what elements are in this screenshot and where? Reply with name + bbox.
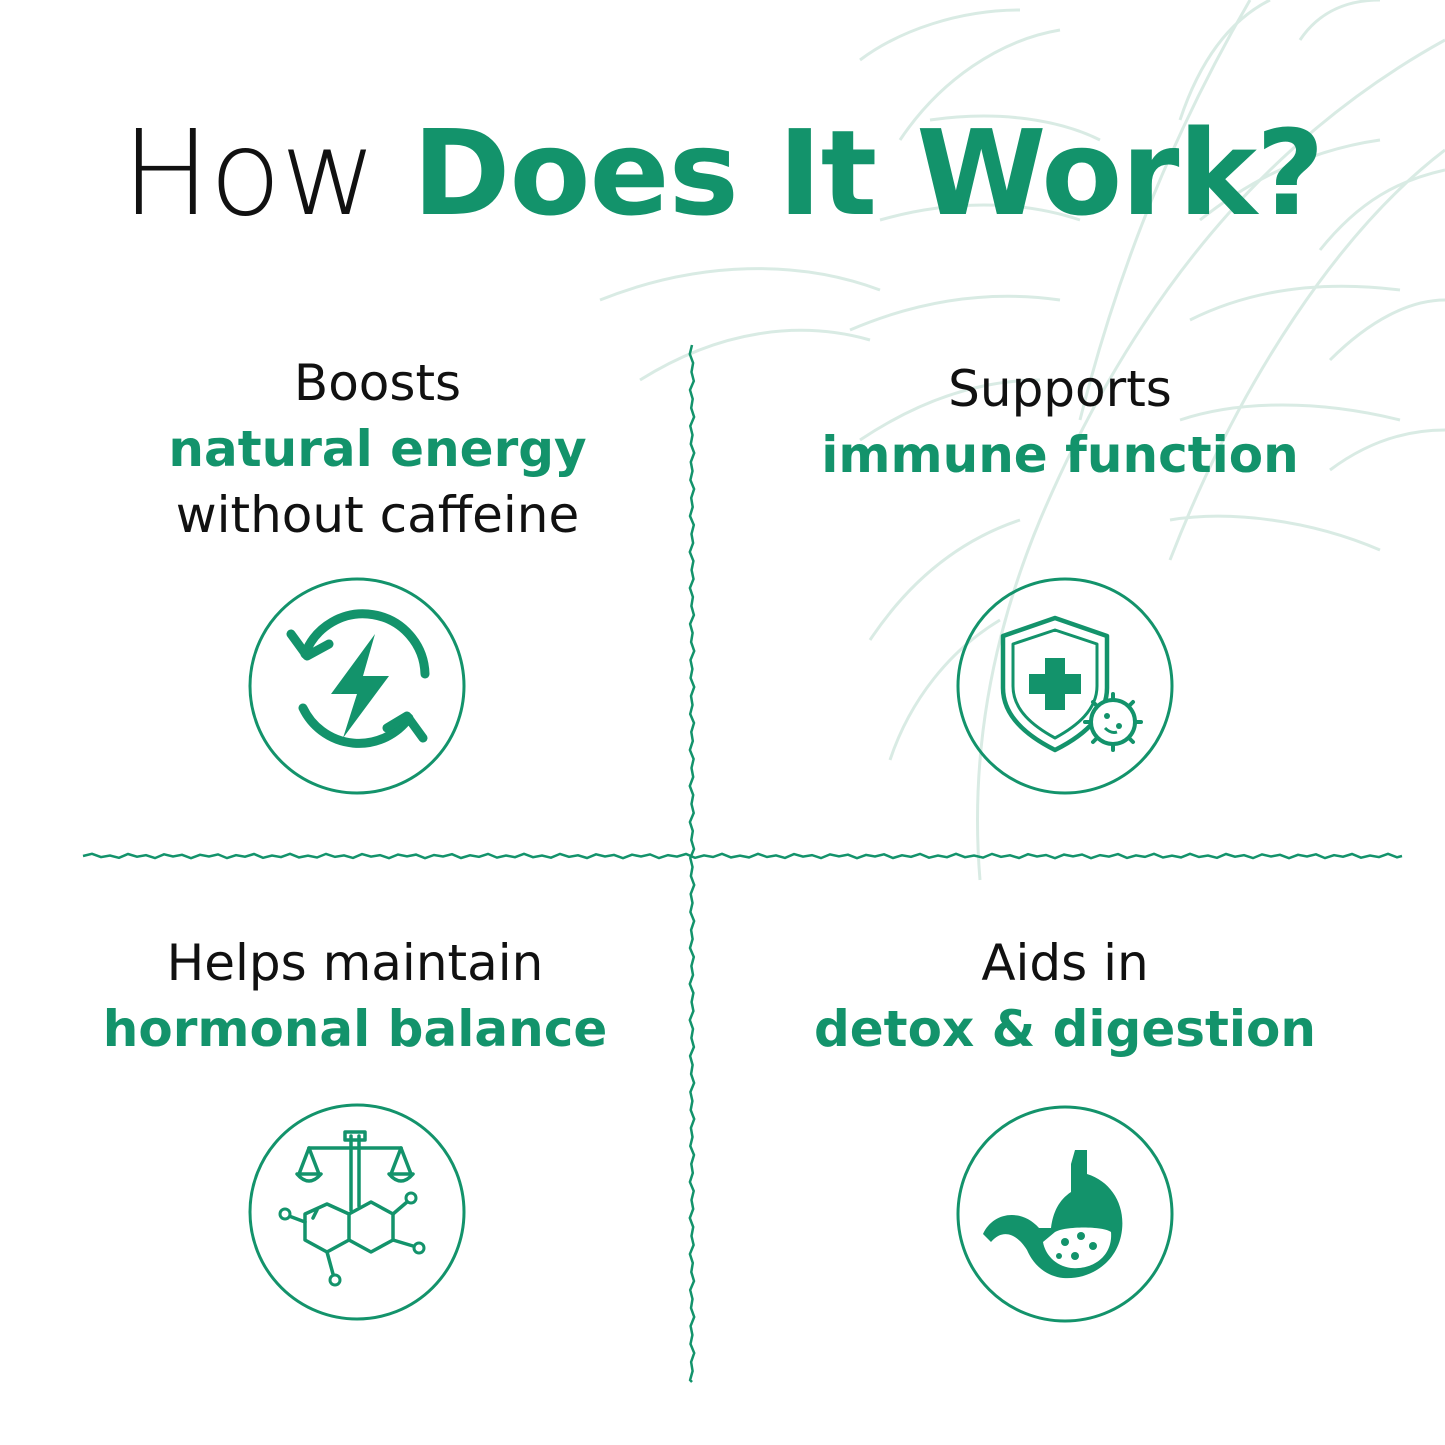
page-title: How Does It Work? — [0, 108, 1445, 238]
benefit-line: without caffeine — [175, 486, 580, 544]
horizontal-divider — [82, 852, 1403, 860]
title-bold: Does It Work? — [412, 104, 1325, 242]
title-light: How — [121, 104, 413, 242]
benefit-highlight: detox & digestion — [813, 1000, 1316, 1058]
benefit-line: Aids in — [981, 934, 1149, 992]
benefit-highlight: hormonal balance — [102, 1000, 608, 1058]
stomach-icon — [955, 1104, 1175, 1324]
benefit-line: Helps maintain — [166, 934, 544, 992]
benefit-text-detox: Aids in detox & digestion — [790, 930, 1340, 1062]
benefit-highlight: immune function — [821, 426, 1299, 484]
benefit-line: Supports — [948, 360, 1172, 418]
energy-bolt-icon — [247, 576, 467, 796]
benefit-text-hormonal: Helps maintain hormonal balance — [85, 930, 625, 1062]
immune-shield-icon — [955, 576, 1175, 796]
benefit-text-energy: Boosts natural energy without caffeine — [90, 350, 665, 548]
vertical-divider — [688, 344, 696, 1383]
hormone-balance-icon — [247, 1102, 467, 1322]
benefit-highlight: natural energy — [168, 420, 587, 478]
benefit-line: Boosts — [293, 354, 462, 412]
benefit-text-immune: Supports immune function — [780, 356, 1340, 488]
